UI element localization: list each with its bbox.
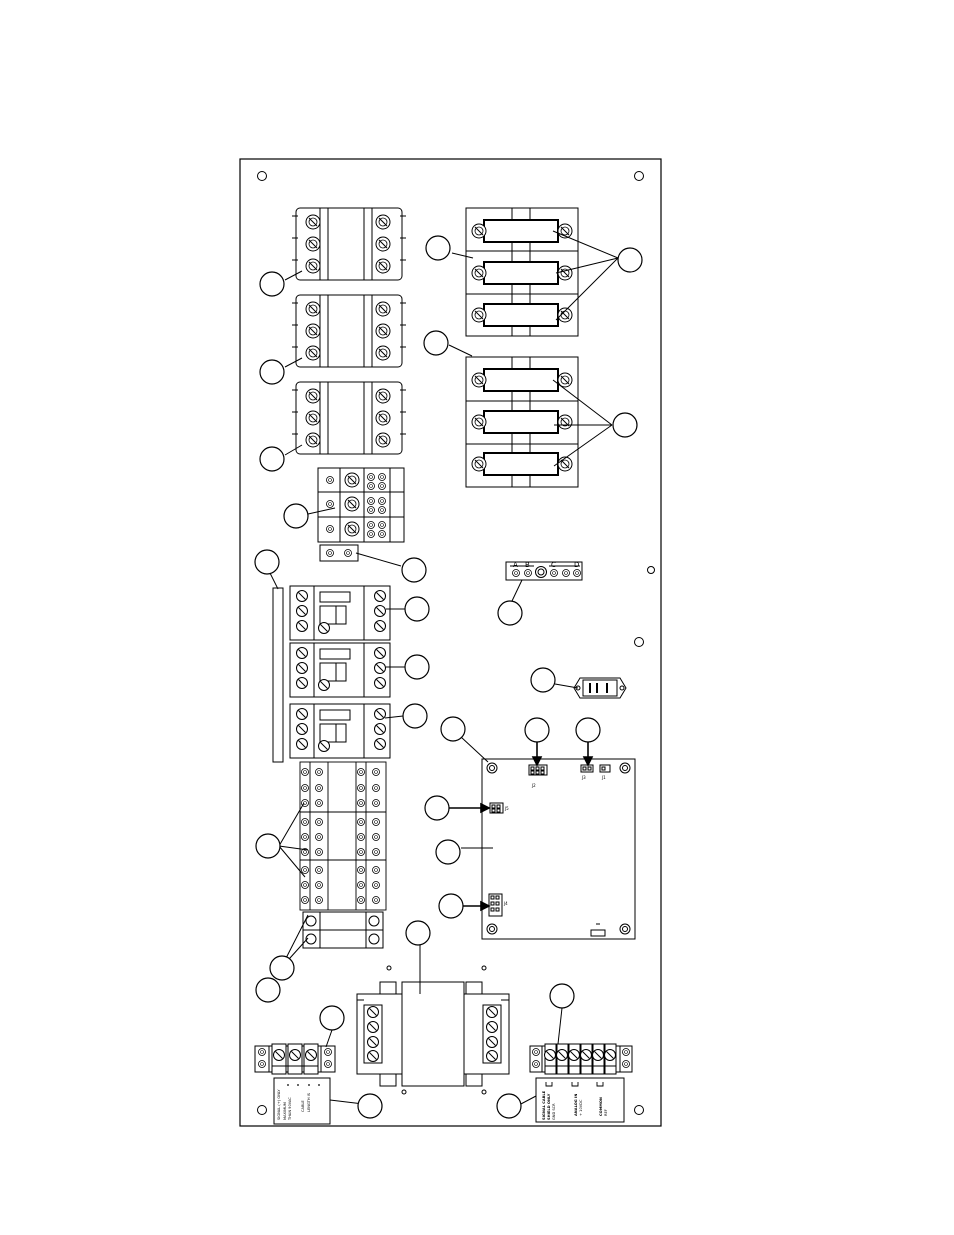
callout-bubble — [435, 839, 461, 865]
svg-text:ANALOG IN: ANALOG IN — [574, 1094, 578, 1116]
callout-bubble — [283, 503, 309, 529]
callout-bubble — [319, 1005, 345, 1031]
svg-text:SHIELD ONLY: SHIELD ONLY — [547, 1093, 551, 1120]
callout-bubble — [497, 600, 523, 626]
callout-bubble — [402, 703, 428, 729]
power-decal: SIGNAL CABLE SHIELD ONLY GND SCR ANALOG … — [535, 1077, 625, 1123]
callout-bubble — [612, 412, 638, 438]
callout-bubble — [259, 271, 285, 297]
ground-lug — [319, 544, 359, 562]
callout-bubble — [269, 955, 295, 981]
svg-text:J5: J5 — [504, 806, 509, 811]
mounting-holes — [257, 171, 655, 1115]
control-transformer — [356, 981, 510, 1087]
control-board: J2 J3 J1 J5 J4 — [481, 758, 636, 940]
connector-j2: J2 — [528, 764, 548, 788]
svg-text:LENGTH IS: LENGTH IS — [307, 1092, 311, 1112]
contactor-2 — [292, 294, 406, 368]
contactor-1 — [292, 207, 406, 281]
fuse-block-lower — [465, 356, 579, 488]
svg-text:SIGNAL (+) ONLY: SIGNAL (+) ONLY — [277, 1089, 281, 1120]
power-terminal-strip — [529, 1043, 633, 1075]
circuit-breaker-2 — [289, 642, 391, 698]
connector-j4: J4 — [488, 893, 508, 917]
callout-bubble — [524, 717, 550, 743]
callout-bubble — [617, 247, 643, 273]
svg-text:COMMON: COMMON — [599, 1097, 603, 1116]
callout-bubble — [255, 833, 281, 859]
phase-label-d: D — [574, 561, 579, 569]
svg-text:+ 10VDC: + 10VDC — [579, 1099, 583, 1116]
signal-decal: SIGNAL (+) ONLY MAXIMUM THAN 90VAC CABLE… — [273, 1077, 331, 1125]
contactor-3 — [292, 381, 406, 455]
svg-text:J1: J1 — [601, 775, 606, 780]
callout-bubble — [259, 359, 285, 385]
callout-bubble — [423, 330, 449, 356]
callout-bubble — [530, 667, 556, 693]
svg-text:SIGNAL CABLE: SIGNAL CABLE — [542, 1090, 546, 1120]
callout-bubble — [357, 1093, 383, 1119]
callout-bubble — [404, 654, 430, 680]
svg-text:J4: J4 — [503, 901, 508, 906]
phase-label-c: C — [551, 561, 556, 569]
phase-terminal-block: A B C D — [505, 561, 583, 581]
svg-text:CABLE: CABLE — [301, 1100, 305, 1112]
callout-bubble — [255, 977, 281, 1003]
callout-bubble — [438, 893, 464, 919]
callout-bubble — [549, 983, 575, 1009]
svg-text:REF: REF — [604, 1109, 608, 1116]
distribution-terminal-strips — [299, 761, 387, 911]
callout-bubble — [259, 446, 285, 472]
plug-in-relay — [573, 677, 627, 699]
svg-text:MAXIMUM: MAXIMUM — [283, 1102, 287, 1120]
circuit-breakers — [289, 585, 391, 759]
phase-label-a: A — [513, 561, 518, 569]
signal-terminal-strip — [254, 1043, 336, 1075]
end-stops — [302, 911, 384, 949]
svg-text:J2: J2 — [531, 783, 536, 788]
din-rail — [272, 587, 284, 763]
panel-backplate — [239, 158, 662, 1127]
callout-arrows — [449, 742, 594, 912]
terminal-block-main — [317, 467, 405, 543]
callout-bubble — [496, 1093, 522, 1119]
contactors — [292, 207, 406, 455]
callout-bubble — [440, 716, 466, 742]
callout-bubble — [405, 920, 431, 946]
callout-bubble — [404, 596, 430, 622]
svg-text:THAN 90VAC: THAN 90VAC — [288, 1097, 292, 1121]
callout-bubble — [254, 549, 280, 575]
callout-bubble — [424, 795, 450, 821]
svg-text:J3: J3 — [581, 775, 586, 780]
phase-label-b: B — [525, 561, 530, 569]
callout-bubble — [575, 717, 601, 743]
fuse-blocks — [465, 207, 579, 488]
callout-bubbles — [254, 235, 643, 1119]
callout-bubble — [401, 557, 427, 583]
callout-leaders — [266, 230, 619, 1107]
circuit-breaker-3 — [289, 703, 391, 759]
connector-j3: J3 — [580, 764, 594, 780]
svg-text:GND SCR: GND SCR — [552, 1103, 556, 1120]
connector-j1: J1 — [599, 764, 611, 780]
circuit-breaker-1 — [289, 585, 391, 641]
callout-bubble — [425, 235, 451, 261]
